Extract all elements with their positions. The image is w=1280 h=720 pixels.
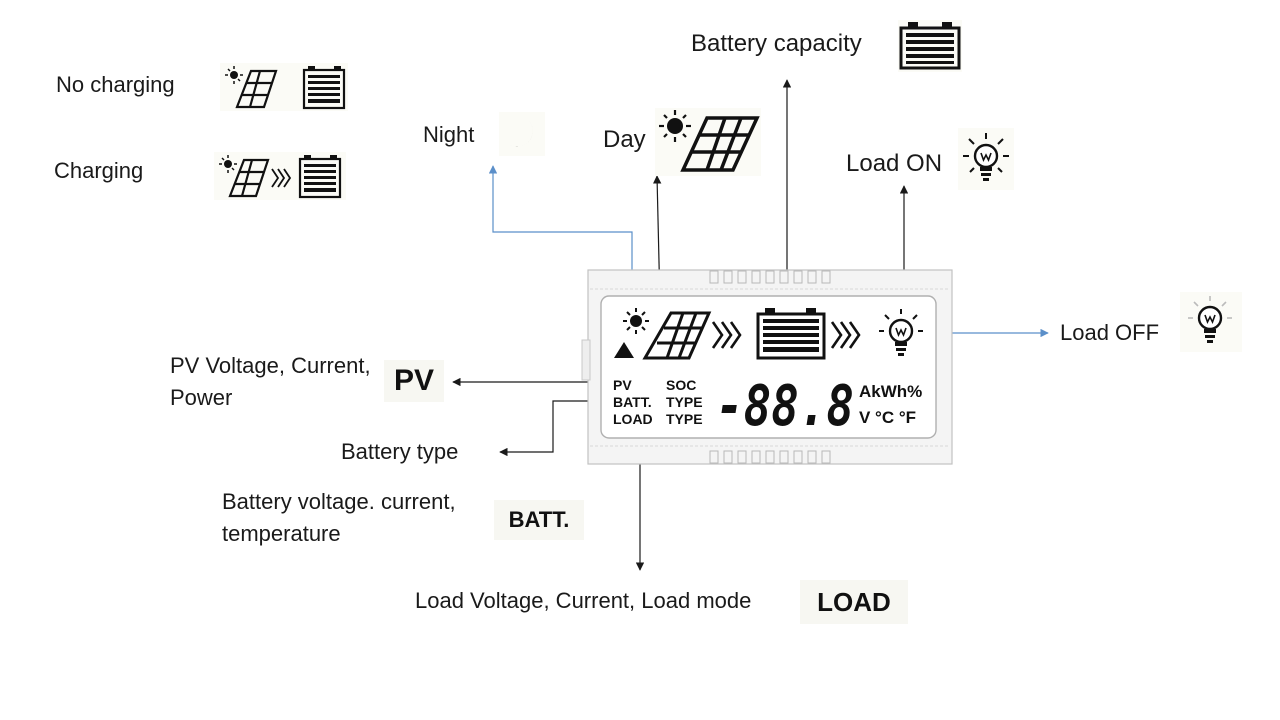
bulb-icon: [879, 309, 923, 356]
load-on-icon-tile: [958, 128, 1014, 190]
battery-type-connector: [499, 400, 605, 457]
load-badge: LOAD: [800, 580, 908, 624]
sun-icon: [623, 308, 649, 334]
solar-panel-icon: [235, 69, 278, 109]
battery-icon: [302, 66, 346, 110]
day-label: Day: [603, 126, 646, 153]
lcd-digits: -88.8: [716, 374, 854, 439]
night-label: Night: [423, 122, 475, 147]
load-off-label: Load OFF: [1060, 320, 1160, 345]
pv-description: PV Voltage, Current, Power: [170, 350, 400, 414]
load-description: Load Voltage, Current, Load mode: [415, 588, 752, 613]
batt-badge: BATT.: [494, 500, 584, 540]
battery-icon: [756, 308, 826, 360]
day-icons: [659, 110, 760, 172]
battery-icon: [298, 155, 342, 199]
sun-icon: [219, 155, 237, 173]
charging-icon-tile: [214, 152, 346, 200]
lcd-row-batt: BATT.: [613, 394, 652, 410]
batt-description-line-1: Battery voltage. current,: [222, 489, 456, 514]
chevrons-icon: [711, 321, 742, 349]
chevrons-icon: [271, 168, 292, 188]
no-charging-icon-tile: [220, 63, 348, 111]
moon-icon: [508, 118, 533, 147]
solar-panel-icon: [228, 158, 270, 198]
pv-description-line-1: PV Voltage, Current,: [170, 353, 371, 378]
no-charging-label: No charging: [56, 72, 175, 97]
sun-icon: [659, 110, 691, 142]
battery-icon: [899, 22, 961, 70]
charging-icons: [219, 155, 342, 199]
lcd-row-pv: PV: [613, 377, 632, 393]
bulb-icon: [963, 133, 1009, 181]
lcd-units-bottom: V °C °F: [859, 408, 916, 427]
pv-badge: PV: [384, 360, 444, 402]
pv-description-line-2: Power: [170, 385, 233, 410]
solar-panel-icon: [642, 311, 712, 360]
load-off-icon-tile: [1180, 292, 1242, 352]
lcd-row-soc: SOC: [666, 377, 696, 393]
lcd-row-type-2: TYPE: [666, 411, 703, 427]
solar-panel-icon: [680, 116, 760, 172]
lcd-row-type-1: TYPE: [666, 394, 703, 410]
batt-description: Battery voltage. current, temperature: [222, 486, 492, 550]
bottom-pins: [709, 450, 831, 464]
charging-label: Charging: [54, 158, 144, 183]
night-connector: [488, 165, 633, 300]
warning-icon: [614, 342, 634, 358]
battery-capacity-icon-tile: [898, 20, 962, 72]
night-icon-tile: [499, 112, 545, 156]
chevrons-icon: [830, 321, 861, 349]
sun-icon: [225, 66, 243, 84]
no-charging-icons: [225, 66, 346, 110]
lcd-row-load: LOAD: [613, 411, 653, 427]
batt-description-line-2: temperature: [222, 521, 341, 546]
battery-type-label: Battery type: [341, 439, 459, 464]
bulb-off-icon: [1188, 296, 1232, 343]
top-pins: [709, 270, 831, 284]
day-icon-tile: [655, 108, 761, 176]
battery-capacity-label: Battery capacity: [691, 30, 862, 57]
load-on-label: Load ON: [846, 150, 943, 177]
lcd-units-top: AkWh%: [859, 382, 922, 401]
